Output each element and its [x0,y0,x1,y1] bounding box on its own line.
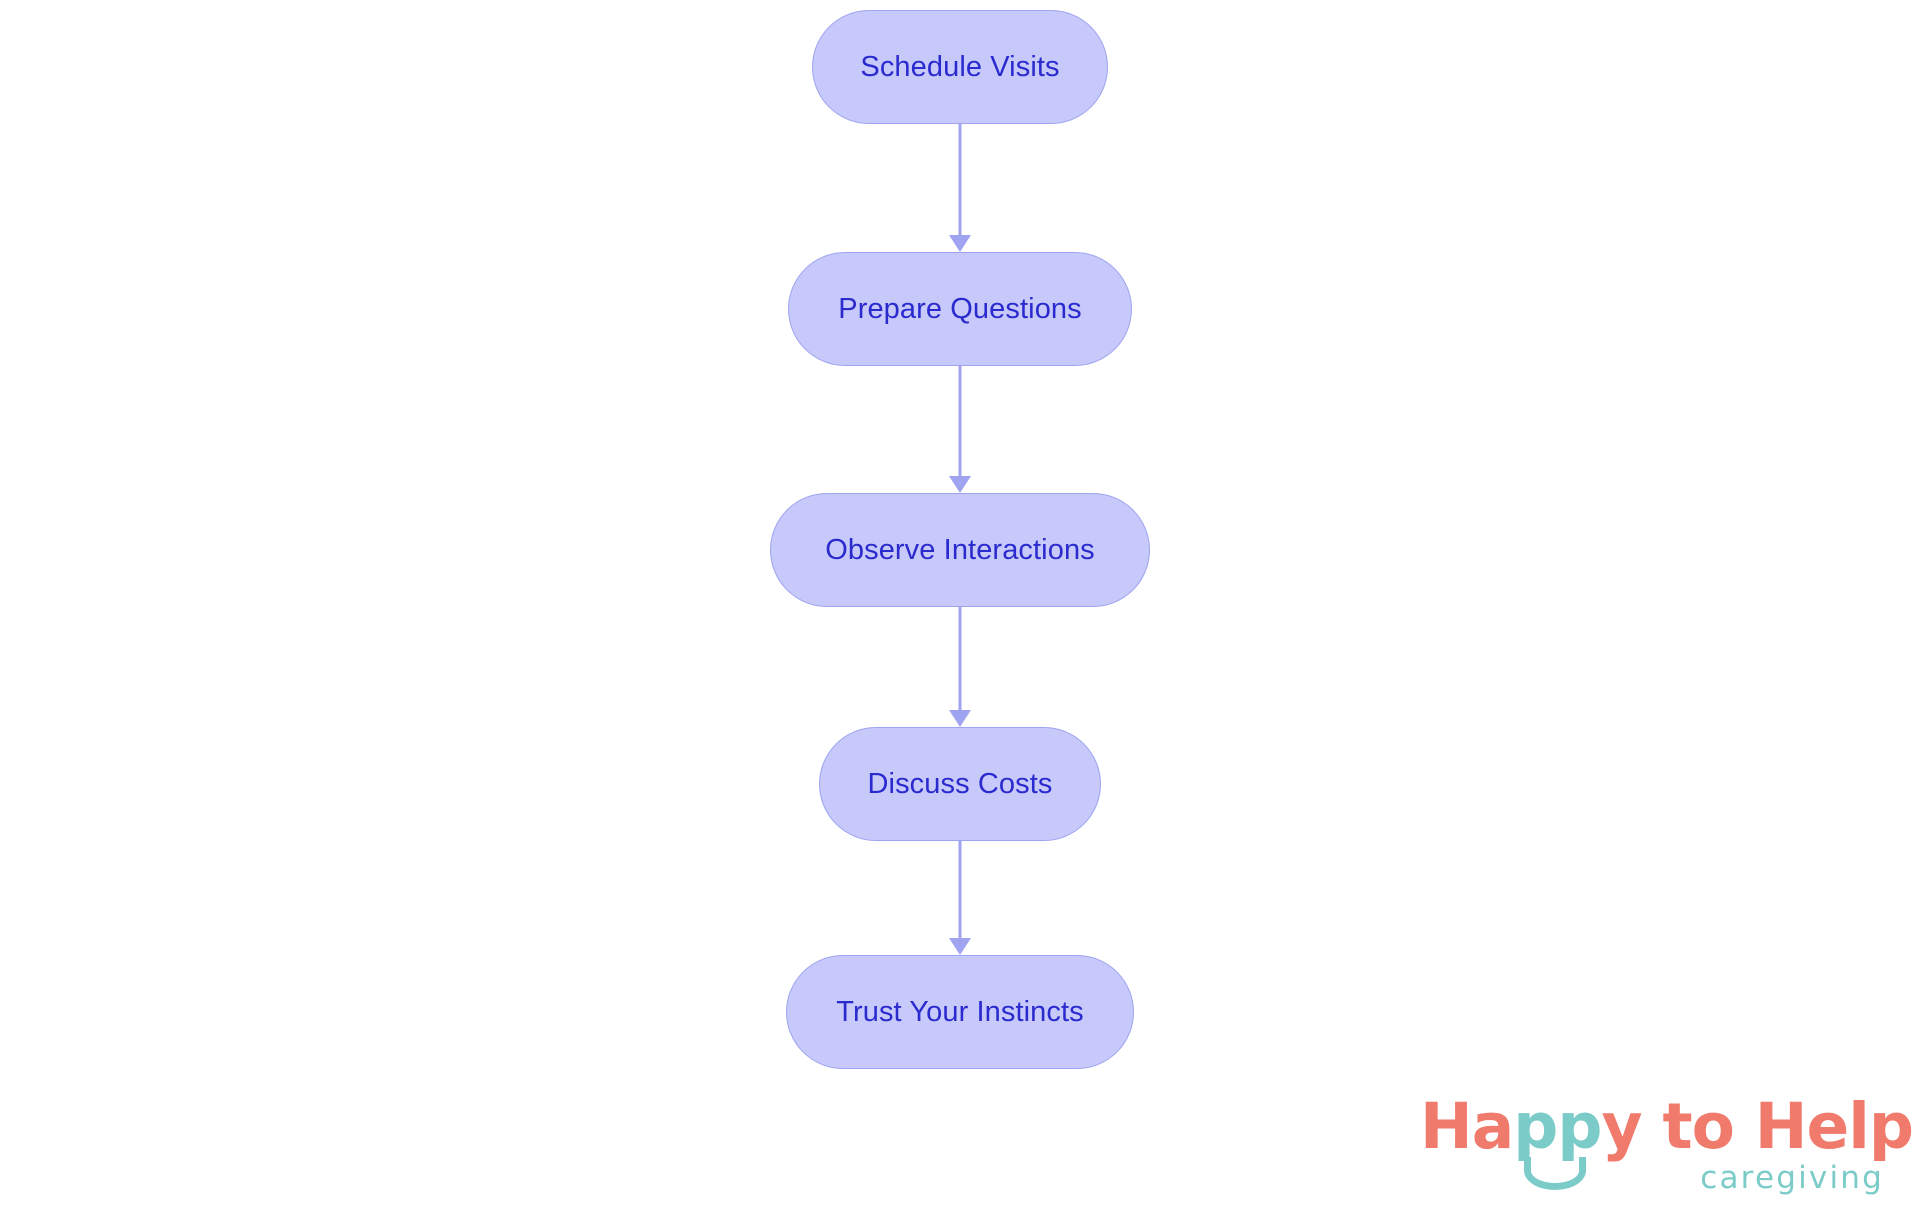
flow-node-label: Prepare Questions [838,292,1082,325]
brand-logo-part-1: Ha [1420,1090,1514,1163]
flow-node-observe-interactions[interactable]: Observe Interactions [770,493,1150,607]
flow-node-label: Trust Your Instincts [836,995,1084,1028]
flow-connector-1 [945,124,975,252]
flow-node-schedule-visits[interactable]: Schedule Visits [812,10,1108,124]
arrowhead-down-icon [949,476,971,493]
brand-logo-part-2: pp [1513,1090,1602,1163]
arrowhead-down-icon [949,938,971,955]
flow-connector-4 [945,841,975,955]
connector-line [958,124,962,235]
flow-node-label: Schedule Visits [860,50,1060,83]
connector-line [958,607,962,710]
brand-logo-tagline: caregiving [1700,1160,1884,1196]
brand-logo-wordmark: Happy to Help [1420,1095,1914,1158]
flow-connector-3 [945,607,975,727]
connector-line [958,841,962,938]
arrowhead-down-icon [949,235,971,252]
brand-logo-part-4: p [1868,1090,1914,1163]
arrowhead-down-icon [949,710,971,727]
flow-node-trust-your-instincts[interactable]: Trust Your Instincts [786,955,1134,1069]
flow-connector-2 [945,366,975,493]
flow-node-label: Observe Interactions [825,533,1095,566]
flow-node-prepare-questions[interactable]: Prepare Questions [788,252,1132,366]
smile-icon [1524,1157,1586,1190]
flow-node-discuss-costs[interactable]: Discuss Costs [819,727,1101,841]
flow-node-label: Discuss Costs [867,767,1053,800]
brand-logo: Happy to Help caregiving [1420,1095,1914,1205]
brand-logo-part-3: y to Hel [1601,1090,1869,1163]
connector-line [958,366,962,476]
